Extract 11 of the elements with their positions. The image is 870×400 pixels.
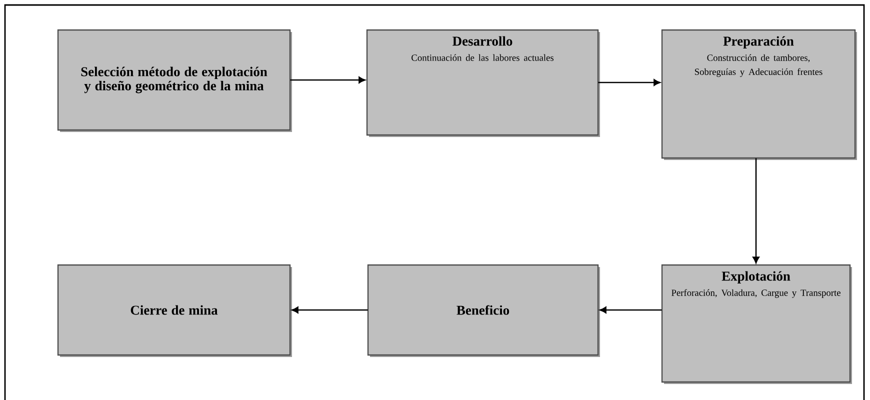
- arrow: [292, 306, 368, 314]
- process-box: Selección método de explotación y diseño geométrico de la mina: [57, 29, 292, 132]
- arrow: [600, 306, 662, 314]
- arrow: [290, 76, 366, 84]
- process-box: Desarrollo Continuación de las labores actuales: [366, 29, 600, 137]
- arrow: [752, 158, 760, 264]
- process-box: Preparación Construcción de tambores, Sobreguías y Adecuación frentes: [661, 29, 857, 160]
- arrow: [598, 79, 660, 86]
- process-box: Cierre de mina: [57, 264, 292, 357]
- process-box: Beneficio: [367, 264, 600, 357]
- process-box: Explotación Perforación, Voladura, Cargue y Transporte: [661, 264, 852, 384]
